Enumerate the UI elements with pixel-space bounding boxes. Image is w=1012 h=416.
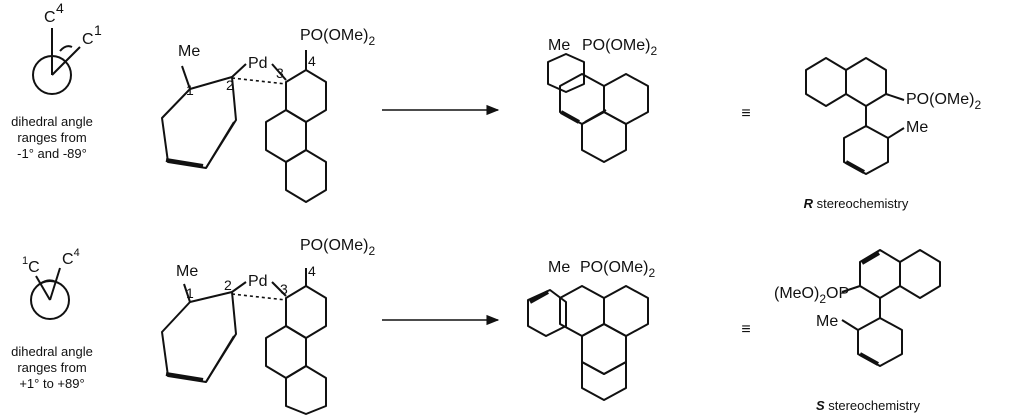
row-s-stereochemistry: 1C C4 dihedral angle ranges from +1° to … (11, 237, 941, 415)
r-enantiomer-structure: PO(OMe)2 Me (805, 57, 981, 175)
ts-atom-number-4-s: 4 (308, 263, 316, 279)
newman-back-carbon-label-s: C4 (62, 247, 80, 268)
newman-back-carbon-number: 4 (56, 0, 64, 16)
dihedral-caption-r: dihedral angle ranges from -1° and -89° (11, 114, 93, 161)
r-methyl-label: Me (906, 119, 928, 136)
equivalence-sign-s: ≡ (741, 321, 750, 338)
caption-line-3: +1° to +89° (19, 376, 84, 391)
caption-line-1: dihedral angle (11, 114, 93, 129)
newman-front-carbon-label: C (82, 31, 94, 48)
product-phosphonate-label-s: PO(OMe)2 (580, 259, 655, 280)
s-stereochemistry-label: S stereochemistry (816, 398, 921, 413)
newman-projection-s: 1C C4 (22, 247, 80, 320)
ts-palladium-label-s: Pd (248, 273, 268, 290)
product-r: Me PO(OMe)2 (547, 37, 657, 163)
product-methyl-label-s: Me (548, 259, 570, 276)
caption-line-1: dihedral angle (11, 344, 93, 359)
r-phosphonate-label: PO(OMe)2 (906, 91, 981, 112)
newman-back-carbon-label: C (44, 9, 56, 26)
ts-methyl-label-s: Me (176, 263, 198, 280)
ts-atom-number-2-s: 2 (224, 277, 232, 293)
product-s: Me PO(OMe)2 (527, 259, 655, 401)
ts-palladium-label: Pd (248, 55, 268, 72)
newman-projection-r: C 4 C 1 (32, 0, 102, 95)
ts-atom-number-3-s: 3 (280, 281, 288, 297)
caption-line-2: ranges from (17, 360, 86, 375)
ts-atom-number-2: 2 (226, 77, 234, 93)
s-phosphonate-label: (MeO)2OP (774, 285, 849, 306)
ts-atom-number-1: 1 (186, 82, 194, 98)
newman-front-carbon-number: 1 (94, 22, 102, 38)
r-stereochemistry-label: R stereochemistry (804, 196, 909, 211)
dihedral-caption-s: dihedral angle ranges from +1° to +89° (11, 344, 93, 391)
ts-methyl-label: Me (178, 43, 200, 60)
s-enantiomer-structure: (MeO)2OP Me (774, 249, 941, 367)
ts-atom-number-4: 4 (308, 53, 316, 69)
ts-atom-number-3: 3 (276, 65, 284, 81)
caption-line-3: -1° and -89° (17, 146, 87, 161)
ts-atom-number-1-s: 1 (186, 285, 194, 301)
ts-phosphonate-label-s: PO(OMe)2 (300, 237, 375, 258)
equivalence-sign-r: ≡ (741, 105, 750, 122)
product-phosphonate-label: PO(OMe)2 (582, 37, 657, 58)
product-methyl-label: Me (548, 37, 570, 54)
newman-front-carbon-label-s: 1C (22, 255, 40, 276)
transition-state-r: Me Pd PO(OMe)2 1 2 3 4 (161, 27, 375, 203)
caption-line-2: ranges from (17, 130, 86, 145)
ts-phosphonate-label: PO(OMe)2 (300, 27, 375, 48)
row-r-stereochemistry: C 4 C 1 dihedral angle ranges from -1° a… (11, 0, 981, 211)
transition-state-s: Me Pd PO(OMe)2 1 2 3 4 (161, 237, 375, 415)
s-methyl-label: Me (816, 313, 838, 330)
